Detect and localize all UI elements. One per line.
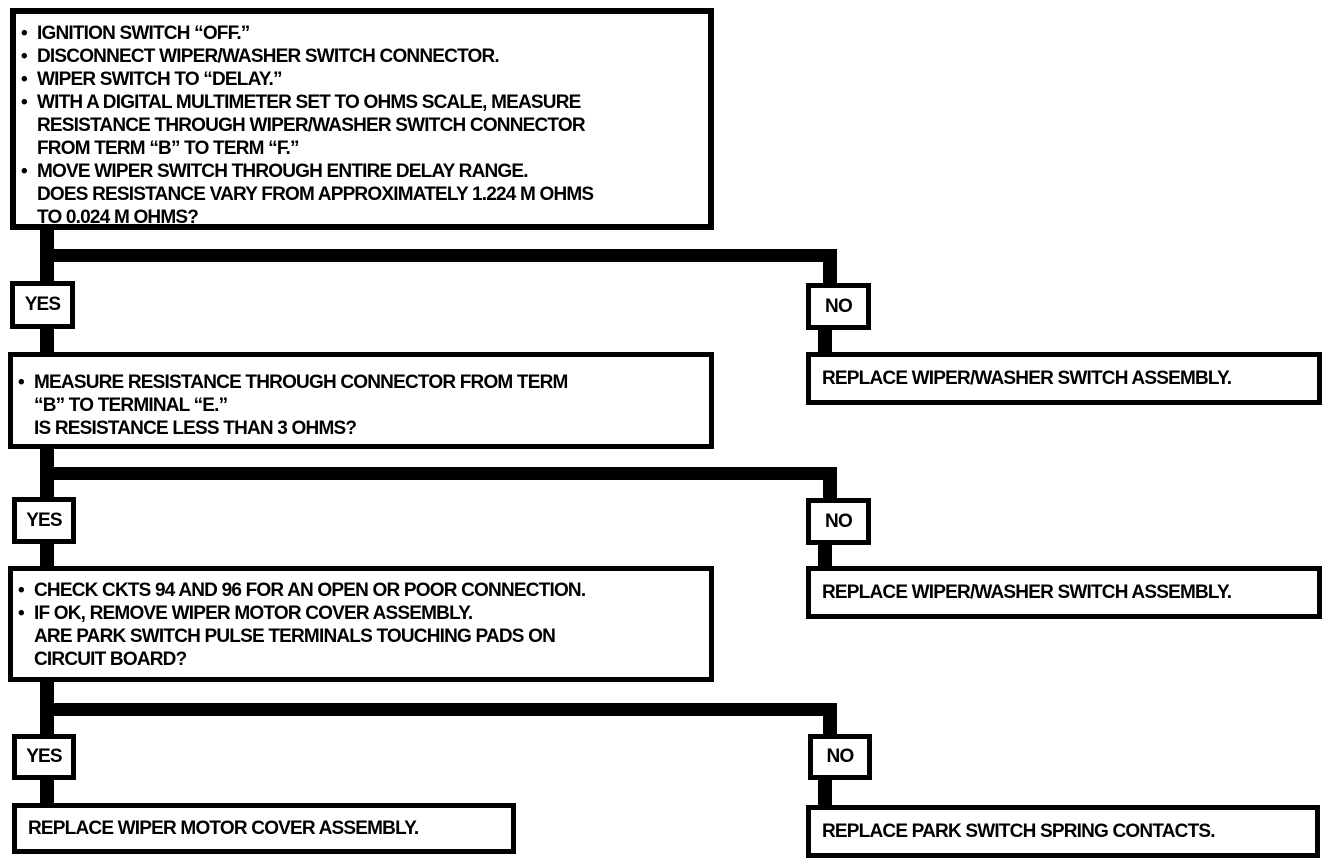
label-yes-3: YES — [12, 734, 76, 780]
result-text: REPLACE WIPER/WASHER SWITCH ASSEMBLY. — [822, 368, 1232, 389]
bullet-icon: • — [18, 603, 25, 624]
step3-line-2: IF OK, REMOVE WIPER MOTOR COVER ASSEMBLY… — [34, 603, 556, 670]
label-yes-1: YES — [10, 281, 75, 329]
bullet-icon: • — [21, 92, 28, 113]
step1-line-2: DISCONNECT WIPER/WASHER SWITCH CONNECTOR… — [37, 46, 500, 67]
step1-line-1: IGNITION SWITCH “OFF.” — [37, 23, 250, 44]
step1-line-5: MOVE WIPER SWITCH THROUGH ENTIRE DELAY R… — [37, 161, 594, 228]
bullet-icon: • — [21, 23, 28, 44]
bullet-icon: • — [18, 580, 25, 601]
list-item: • DISCONNECT WIPER/WASHER SWITCH CONNECT… — [21, 45, 700, 68]
connector-yes1-to-step2 — [40, 327, 54, 354]
list-item: • IGNITION SWITCH “OFF.” — [21, 22, 700, 45]
bullet-icon: • — [21, 46, 28, 67]
step2-line-1: MEASURE RESISTANCE THROUGH CONNECTOR FRO… — [34, 372, 568, 439]
connector-no3-to-result4 — [818, 778, 832, 807]
bullet-icon: • — [18, 372, 25, 393]
result-text: REPLACE WIPER MOTOR COVER ASSEMBLY. — [28, 818, 419, 839]
connector-no1-to-result1 — [818, 329, 832, 354]
result-text: REPLACE PARK SWITCH SPRING CONTACTS. — [822, 821, 1216, 842]
list-item: • MOVE WIPER SWITCH THROUGH ENTIRE DELAY… — [21, 160, 700, 229]
connector-branch2-horizontal — [40, 467, 837, 480]
list-item: • WIPER SWITCH TO “DELAY.” — [21, 68, 700, 91]
step2-item-list: • MEASURE RESISTANCE THROUGH CONNECTOR F… — [13, 357, 709, 440]
label-no-3: NO — [808, 734, 872, 780]
result-box-replace-switch-2: REPLACE WIPER/WASHER SWITCH ASSEMBLY. — [806, 566, 1322, 619]
connector-branch3-horizontal — [40, 703, 837, 716]
result-box-replace-switch-1: REPLACE WIPER/WASHER SWITCH ASSEMBLY. — [806, 352, 1322, 405]
no-label-text: NO — [825, 510, 853, 532]
label-yes-2: YES — [12, 497, 76, 544]
list-item: • CHECK CKTS 94 AND 96 FOR AN OPEN OR PO… — [18, 579, 701, 602]
result-box-replace-motor-cover: REPLACE WIPER MOTOR COVER ASSEMBLY. — [12, 803, 516, 854]
step1-item-list: • IGNITION SWITCH “OFF.” • DISCONNECT WI… — [16, 14, 708, 229]
yes-label-text: YES — [26, 746, 62, 767]
no-label-text: NO — [825, 295, 853, 317]
result-box-replace-spring-contacts: REPLACE PARK SWITCH SPRING CONTACTS. — [806, 805, 1320, 858]
label-no-2: NO — [806, 498, 871, 545]
connector-no2-to-result2 — [818, 544, 832, 568]
bullet-icon: • — [21, 161, 28, 182]
decision-box-step3: • CHECK CKTS 94 AND 96 FOR AN OPEN OR PO… — [8, 566, 714, 682]
connector-branch1-to-no1 — [823, 255, 837, 285]
connector-yes2-to-step3 — [40, 542, 54, 568]
label-no-1: NO — [806, 283, 871, 330]
no-label-text: NO — [826, 746, 855, 767]
list-item: • IF OK, REMOVE WIPER MOTOR COVER ASSEMB… — [18, 602, 701, 671]
connector-branch3-to-no3 — [823, 709, 837, 735]
step3-item-list: • CHECK CKTS 94 AND 96 FOR AN OPEN OR PO… — [13, 571, 709, 671]
connector-yes3-to-result3 — [40, 778, 54, 805]
connector-branch2-to-no2 — [823, 473, 837, 499]
yes-label-text: YES — [26, 509, 62, 531]
list-item: • WITH A DIGITAL MULTIMETER SET TO OHMS … — [21, 91, 700, 160]
step3-line-1: CHECK CKTS 94 AND 96 FOR AN OPEN OR POOR… — [34, 580, 586, 601]
step1-line-4: WITH A DIGITAL MULTIMETER SET TO OHMS SC… — [37, 92, 586, 159]
decision-box-step1: • IGNITION SWITCH “OFF.” • DISCONNECT WI… — [10, 8, 714, 230]
step1-line-3: WIPER SWITCH TO “DELAY.” — [37, 69, 283, 90]
list-item: • MEASURE RESISTANCE THROUGH CONNECTOR F… — [18, 371, 701, 440]
connector-branch1-horizontal — [40, 249, 837, 262]
decision-box-step2: • MEASURE RESISTANCE THROUGH CONNECTOR F… — [8, 352, 714, 449]
yes-label-text: YES — [24, 294, 61, 315]
bullet-icon: • — [21, 69, 28, 90]
result-text: REPLACE WIPER/WASHER SWITCH ASSEMBLY. — [822, 582, 1232, 603]
